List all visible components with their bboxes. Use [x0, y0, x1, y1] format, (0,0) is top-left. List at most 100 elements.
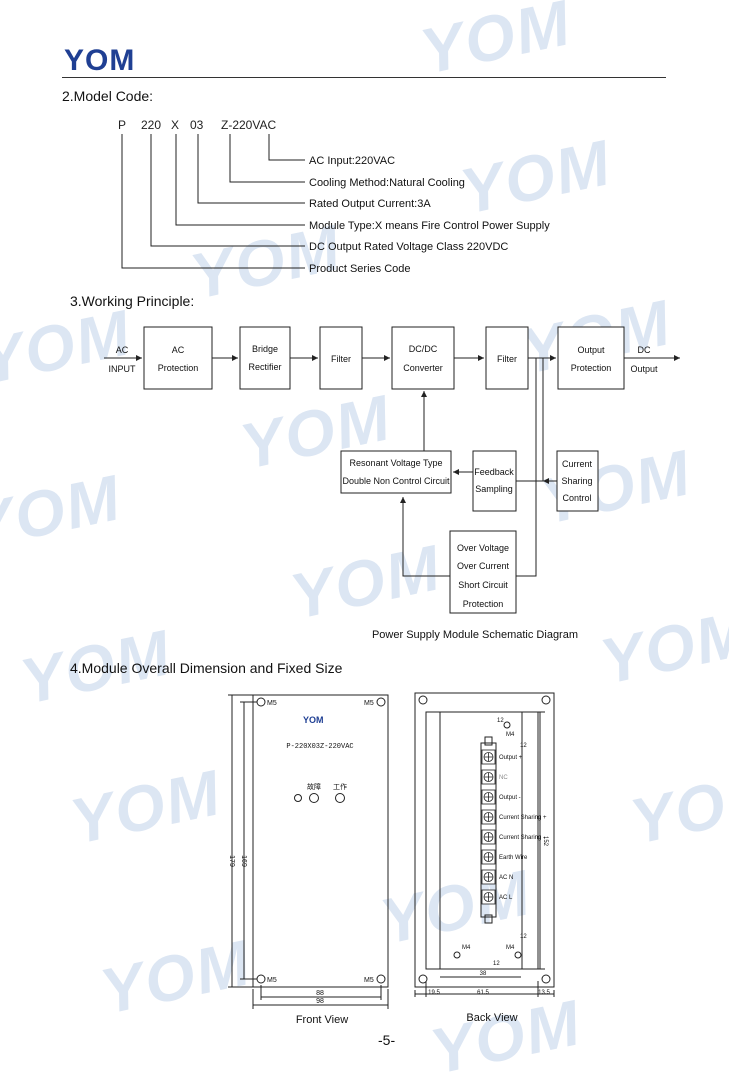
terminal-label: Current Sharing +	[499, 815, 547, 821]
label-filter-2: Filter	[497, 354, 517, 364]
block-ac-protection	[143, 326, 213, 390]
front-dim-179: 179	[228, 855, 235, 867]
watermark: YOM	[64, 756, 228, 858]
front-led-fault: 故障	[307, 782, 321, 791]
brand-logo: YOM	[64, 44, 135, 78]
back-dim-152: 152	[542, 836, 548, 847]
page-number: -5-	[378, 1032, 396, 1048]
label-dc-output-2: Output	[630, 364, 658, 374]
code-desc-voltage: DC Output Rated Voltage Class 220VDC	[309, 241, 508, 253]
terminal-label: Output +	[499, 755, 523, 761]
code-desc-current: Rated Output Current:3A	[309, 198, 431, 210]
terminal-screw-cross	[484, 753, 493, 761]
code-part-x: X	[171, 118, 179, 132]
code-part-z: Z-220VAC	[221, 118, 276, 132]
block-output-protection	[557, 326, 625, 390]
label-dcdc-2: Converter	[403, 363, 443, 373]
back-dim-13-5: 13.5	[538, 990, 550, 996]
back-dim-12-b2: 12	[493, 961, 500, 967]
watermark: YOM	[624, 756, 729, 858]
code-part-220: 220	[141, 118, 161, 132]
label-resonant-2: Double Non Control Circuit	[342, 476, 450, 486]
label-ac-protection-2: Protection	[158, 363, 199, 373]
front-model: P-220X03Z-220VAC	[286, 743, 353, 751]
code-desc-module-type: Module Type:X means Fire Control Power S…	[309, 220, 550, 232]
code-desc-ac-input: AC Input:220VAC	[309, 155, 395, 167]
label-sharing-1: Current	[562, 459, 593, 469]
terminal-screw-cross	[484, 813, 493, 821]
code-part-p: P	[118, 118, 126, 132]
label-ac-protection-1: AC	[172, 345, 185, 355]
label-protection-4: Protection	[463, 599, 504, 609]
front-m5-br: M5	[364, 977, 374, 984]
terminal-label: AC N	[499, 875, 513, 881]
back-dim-38: 38	[480, 971, 487, 977]
back-dim-61-5: 61.5	[477, 990, 489, 996]
terminal-screw-cross	[484, 853, 493, 861]
model-code-diagram: P 220 X 03 Z-220VAC AC Input:220VAC Cool…	[118, 118, 550, 275]
section-title-working-principle: 3.Working Principle:	[70, 293, 195, 309]
label-ac-input-2: INPUT	[109, 364, 137, 374]
back-view-drawing: 12 M4 12 152 M4 M4 12 12 38 19.5 61.5 13…	[414, 692, 555, 1024]
block-filter-1	[319, 326, 363, 390]
terminal-label: Output -	[499, 795, 521, 801]
block-current-sharing	[556, 450, 599, 512]
code-desc-cooling: Cooling Method:Natural Cooling	[309, 177, 465, 189]
front-dim-98: 98	[316, 998, 324, 1005]
label-output-protection-1: Output	[577, 345, 605, 355]
label-resonant-1: Resonant Voltage Type	[350, 458, 443, 468]
front-view-drawing: M5 M5 M5 M5 YOM P-220X03Z-220VAC 故障 工作 8…	[228, 694, 389, 1026]
front-led-work: 工作	[333, 782, 347, 791]
front-view-caption: Front View	[296, 1014, 348, 1026]
label-bridge-2: Rectifier	[248, 362, 281, 372]
label-bridge-1: Bridge	[252, 344, 278, 354]
label-protection-3: Short Circuit	[458, 580, 508, 590]
front-m5-tr: M5	[364, 700, 374, 707]
section-title-dimensions: 4.Module Overall Dimension and Fixed Siz…	[70, 660, 343, 676]
terminal-screw-cross	[484, 793, 493, 801]
label-dcdc-1: DC/DC	[409, 344, 438, 354]
logo-text: YOM	[64, 44, 136, 77]
diagram-caption: Power Supply Module Schematic Diagram	[372, 629, 578, 641]
back-m4-top: M4	[506, 732, 515, 738]
label-sharing-2: Sharing	[561, 476, 592, 486]
front-small-logo: YOM	[303, 715, 324, 725]
label-protection-1: Over Voltage	[457, 543, 509, 553]
back-view-caption: Back View	[466, 1012, 517, 1024]
block-bridge-rectifier	[239, 326, 291, 390]
label-ac-input-1: AC	[116, 345, 129, 355]
label-feedback-1: Feedback	[474, 467, 514, 477]
label-feedback-2: Sampling	[475, 484, 513, 494]
terminal-screw-cross	[484, 773, 493, 781]
back-m4-bl: M4	[462, 945, 471, 951]
back-dim-12-side: 12	[520, 743, 527, 749]
terminal-block	[481, 749, 496, 905]
front-dim-88: 88	[316, 990, 324, 997]
back-dim-19-5: 19.5	[428, 990, 440, 996]
block-resonant	[340, 450, 452, 494]
label-filter-1: Filter	[331, 354, 351, 364]
block-filter-2	[485, 326, 529, 390]
front-dim-169: 169	[240, 855, 247, 867]
block-dcdc	[391, 326, 455, 390]
label-protection-2: Over Current	[457, 561, 510, 571]
label-dc-output-1: DC	[638, 345, 651, 355]
terminal-label: Earth Wire	[499, 855, 528, 861]
front-m5-tl: M5	[267, 700, 277, 707]
front-m5-bl: M5	[267, 977, 277, 984]
terminal-screw-cross	[484, 893, 493, 901]
schematic-diagram: AC INPUT AC Protection Bridge Rectifier …	[104, 326, 680, 641]
label-sharing-3: Control	[562, 493, 591, 503]
terminal-label: Current Sharing -	[499, 835, 545, 841]
section-title-model-code: 2.Model Code:	[62, 88, 154, 104]
back-dim-12-top: 12	[497, 718, 504, 724]
block-feedback	[472, 450, 517, 512]
header-rule	[62, 77, 666, 78]
code-desc-series: Product Series Code	[309, 263, 411, 275]
terminal-screw-cross	[484, 833, 493, 841]
back-m4-br: M4	[506, 945, 515, 951]
label-output-protection-2: Protection	[571, 363, 612, 373]
back-dim-12-b1: 12	[520, 934, 527, 940]
terminal-label: NC	[499, 775, 508, 781]
code-part-03: 03	[190, 118, 204, 132]
